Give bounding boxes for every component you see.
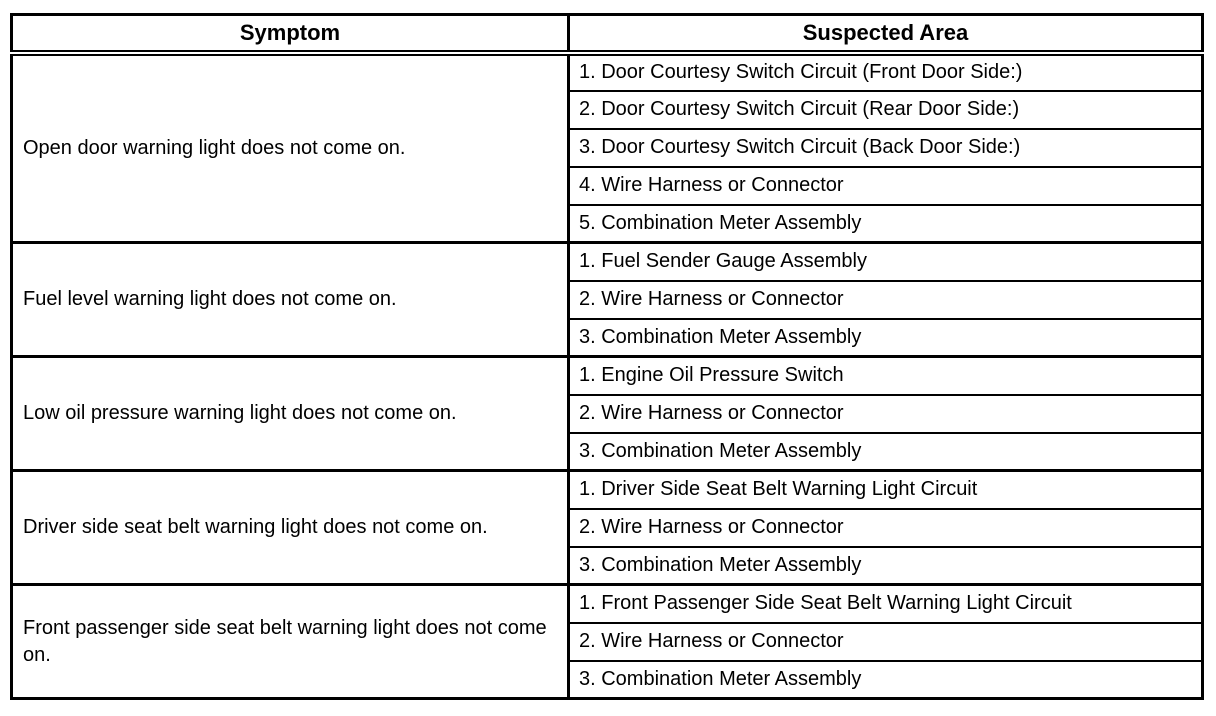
header-row: Symptom Suspected Area — [10, 13, 1204, 56]
table-row: 3. Combination Meter Assembly — [12, 659, 1204, 700]
symptom-cell-fuel-level: Fuel level warning light does not come o… — [10, 241, 570, 358]
suspected-area-cell: 5. Combination Meter Assembly — [567, 203, 1204, 244]
column-header-symptom: Symptom — [10, 13, 570, 56]
suspected-area-cell: 4. Wire Harness or Connector — [567, 165, 1204, 206]
symptom-cell-low-oil-pressure: Low oil pressure warning light does not … — [10, 355, 570, 472]
symptom-cell-open-door: Open door warning light does not come on… — [10, 51, 570, 244]
table-row: 2. Door Courtesy Switch Circuit (Rear Do… — [12, 89, 1204, 130]
table-row: Low oil pressure warning light does not … — [10, 355, 1204, 472]
table-row: Driver side seat belt warning light does… — [10, 469, 1204, 586]
table-row: 2. Wire Harness or Connector — [12, 279, 1204, 320]
table-row: 3. Combination Meter Assembly — [12, 431, 1204, 472]
suspected-area-cell: 2. Wire Harness or Connector — [567, 393, 1204, 434]
table-row: 2. Wire Harness or Connector — [12, 507, 1204, 548]
table-row: 2. Wire Harness or Connector — [12, 393, 1204, 434]
suspected-area-cell: 2. Wire Harness or Connector — [567, 279, 1204, 320]
suspected-area-cell: 3. Combination Meter Assembly — [567, 431, 1204, 472]
suspected-area-cell: 1. Front Passenger Side Seat Belt Warnin… — [567, 583, 1204, 624]
table-row: Open door warning light does not come on… — [10, 51, 1204, 244]
suspected-area-cell: 1. Driver Side Seat Belt Warning Light C… — [567, 469, 1204, 510]
symptom-suspected-area-table: Symptom Suspected Area Open door warning… — [10, 13, 1204, 700]
table-row: Front passenger side seat belt warning l… — [10, 583, 1204, 700]
suspected-area-cell: 1. Engine Oil Pressure Switch — [567, 355, 1204, 396]
suspected-area-cell: 2. Wire Harness or Connector — [567, 507, 1204, 548]
table-row: 3. Door Courtesy Switch Circuit (Back Do… — [12, 127, 1204, 168]
table-row: 2. Wire Harness or Connector — [12, 621, 1204, 662]
column-header-suspected-area: Suspected Area — [567, 13, 1204, 56]
suspected-area-cell: 2. Wire Harness or Connector — [567, 621, 1204, 662]
suspected-area-cell: 2. Door Courtesy Switch Circuit (Rear Do… — [567, 89, 1204, 130]
table-row: 3. Combination Meter Assembly — [12, 317, 1204, 358]
symptom-cell-passenger-seat-belt: Front passenger side seat belt warning l… — [10, 583, 570, 700]
suspected-area-cell: 1. Fuel Sender Gauge Assembly — [567, 241, 1204, 282]
symptom-cell-driver-seat-belt: Driver side seat belt warning light does… — [10, 469, 570, 586]
suspected-area-cell: 1. Door Courtesy Switch Circuit (Front D… — [567, 51, 1204, 92]
table-row: 4. Wire Harness or Connector — [12, 165, 1204, 206]
suspected-area-cell: 3. Combination Meter Assembly — [567, 659, 1204, 700]
suspected-area-cell: 3. Combination Meter Assembly — [567, 317, 1204, 358]
table-row: Fuel level warning light does not come o… — [10, 241, 1204, 358]
suspected-area-cell: 3. Door Courtesy Switch Circuit (Back Do… — [567, 127, 1204, 168]
table-row: 3. Combination Meter Assembly — [12, 545, 1204, 586]
suspected-area-cell: 3. Combination Meter Assembly — [567, 545, 1204, 586]
table-row: 5. Combination Meter Assembly — [12, 203, 1204, 244]
